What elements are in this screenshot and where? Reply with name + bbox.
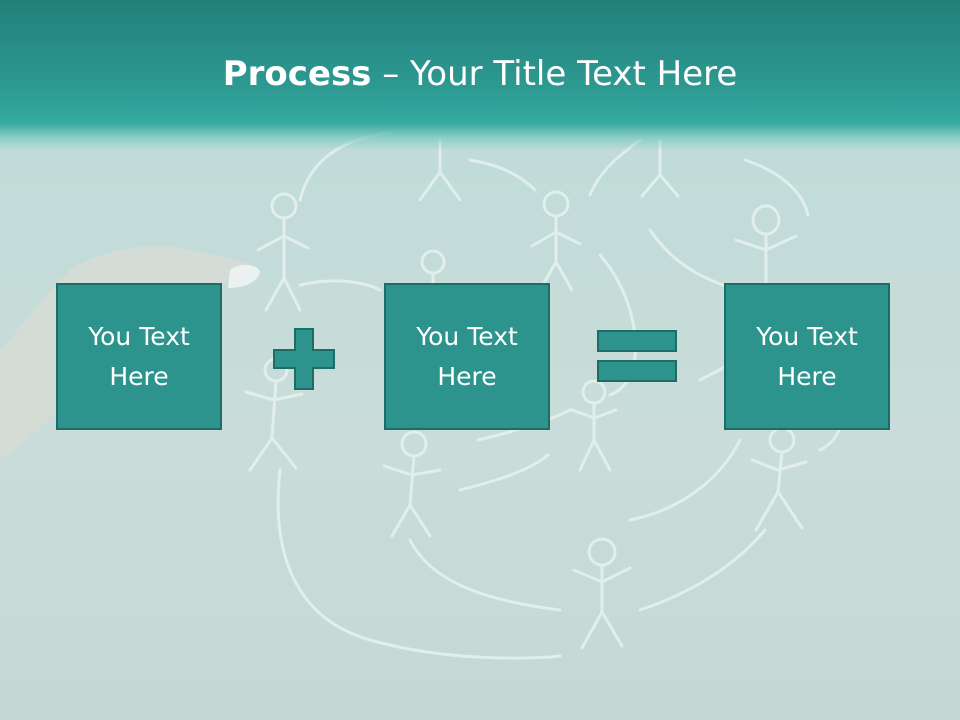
process-box-2-text: You Text Here (416, 321, 518, 391)
title-rest: – Your Title Text Here (371, 54, 738, 94)
process-box-3-text: You Text Here (756, 321, 858, 391)
title-band (0, 0, 960, 150)
process-box-1[interactable]: You Text Here (56, 283, 222, 430)
equals-icon (597, 330, 677, 382)
slide-title: Process – Your Title Text Here (0, 52, 960, 96)
process-box-2[interactable]: You Text Here (384, 283, 550, 430)
process-box-3[interactable]: You Text Here (724, 283, 890, 430)
title-bold: Process (222, 54, 372, 94)
plus-icon (273, 328, 335, 390)
process-box-1-text: You Text Here (88, 321, 190, 391)
